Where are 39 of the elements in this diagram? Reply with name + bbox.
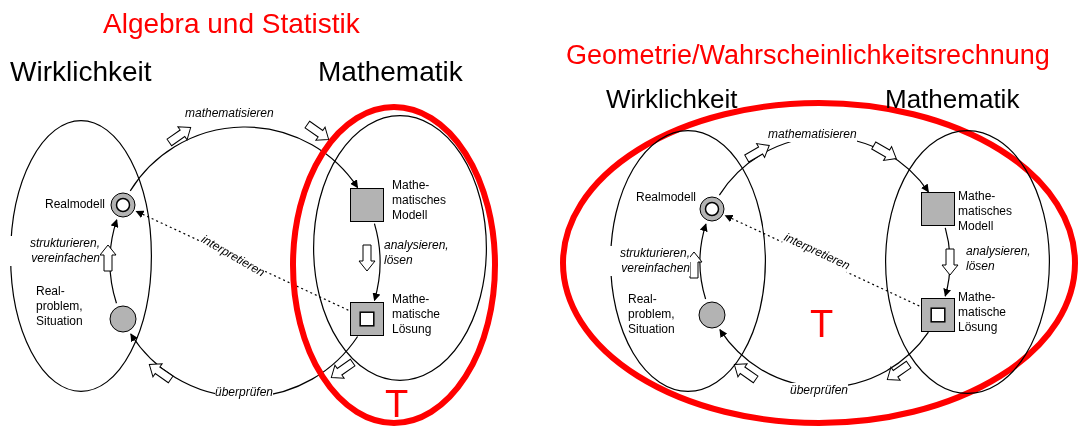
edge-label: strukturieren, vereinfachen <box>610 246 690 276</box>
edge-label: mathematisieren <box>768 127 857 142</box>
cycle-arrow <box>941 227 959 297</box>
edge-label: überprüfen <box>215 385 274 400</box>
symbol-label: Realmodell <box>634 190 696 205</box>
ring-symbol <box>698 196 725 223</box>
symbol-label: Mathe- matisches Modell <box>392 178 448 223</box>
region-heading: Wirklichkeit <box>606 86 738 112</box>
symbol-label: Real- problem, Situation <box>628 292 676 337</box>
ellipse-region <box>885 130 1050 394</box>
square-symbol <box>921 192 956 227</box>
edge-label: strukturieren, vereinfachen <box>10 236 100 266</box>
region-letter: T <box>810 305 834 343</box>
region-heading: Mathematik <box>885 86 1020 112</box>
ring-symbol <box>109 191 136 218</box>
symbol-label: Mathe- matisches Modell <box>958 189 1014 234</box>
section-title: Geometrie/Wahrscheinlichkeitsrechnung <box>566 42 1050 69</box>
region-heading: Mathematik <box>318 58 463 86</box>
region-letter: T <box>385 385 409 423</box>
symbol-label: Mathe- matische Lösung <box>958 290 1008 335</box>
edge-label: überprüfen <box>790 383 849 398</box>
cycle-arrow <box>358 223 381 302</box>
cycle-arrow <box>129 120 359 192</box>
region-heading: Wirklichkeit <box>10 58 152 86</box>
symbol-label: Real- problem, Situation <box>36 284 84 329</box>
symbol-label: Realmodell <box>43 197 105 212</box>
square-symbol <box>350 187 385 222</box>
cycle-arrow <box>99 219 119 304</box>
highlight-ellipse <box>290 104 498 426</box>
symbol-label: Mathe- matische Lösung <box>392 292 442 337</box>
nested-square-symbol <box>350 302 385 337</box>
circle-symbol <box>697 300 726 329</box>
circle-symbol <box>108 305 137 334</box>
nested-square-symbol <box>921 297 956 332</box>
ellipse-region <box>610 130 766 392</box>
ellipse-region <box>313 115 487 381</box>
ellipse-region <box>10 120 152 392</box>
cycle-arrow <box>719 329 930 388</box>
section-title: Algebra und Statistik <box>103 10 360 38</box>
